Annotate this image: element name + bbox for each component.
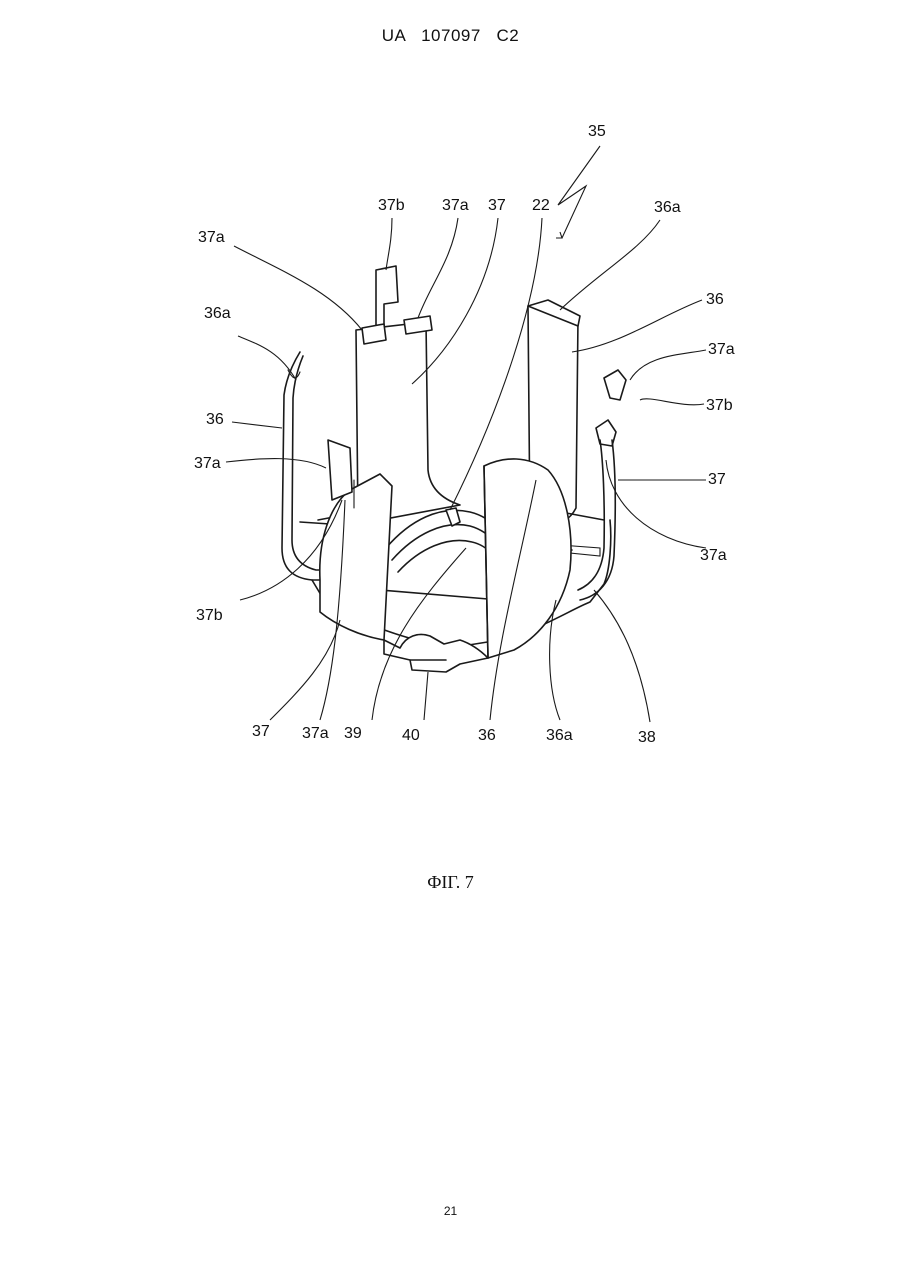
- label-36-bottom: 36: [478, 727, 496, 744]
- figure-caption: ФІГ. 7: [0, 872, 901, 893]
- patent-figure-7: 35 37b 37a 37 22 36a 37a 36a 36 37a 37b …: [0, 0, 901, 800]
- page-number: 21: [0, 1204, 901, 1218]
- label-36a-top-right: 36a: [654, 199, 681, 216]
- label-36-left: 36: [206, 411, 224, 428]
- label-37a-left: 37a: [194, 455, 221, 472]
- label-37a-top: 37a: [442, 197, 469, 214]
- label-39: 39: [344, 725, 362, 742]
- left-outer-arm: [282, 352, 322, 580]
- figure-drawing: 35 37b 37a 37 22 36a 37a 36a 36 37a 37b …: [0, 0, 901, 800]
- label-37b-top: 37b: [378, 197, 405, 214]
- right-outer-arm: [578, 370, 626, 600]
- label-36a-left: 36a: [204, 305, 231, 322]
- leader-lines: [226, 146, 706, 722]
- label-36a-bottom: 36a: [546, 727, 573, 744]
- label-37-top: 37: [488, 197, 506, 214]
- label-40: 40: [402, 727, 420, 744]
- label-38: 38: [638, 729, 656, 746]
- label-37b-left: 37b: [196, 607, 223, 624]
- label-36-right: 36: [706, 291, 724, 308]
- label-37a-top-left: 37a: [198, 229, 225, 246]
- label-37b-right: 37b: [706, 397, 733, 414]
- label-35: 35: [588, 123, 606, 140]
- label-37-bottom: 37: [252, 723, 270, 740]
- bottom-band-tab: [384, 635, 488, 673]
- label-37a-right-bottom: 37a: [700, 547, 727, 564]
- label-37a-right-top: 37a: [708, 341, 735, 358]
- label-37-right: 37: [708, 471, 726, 488]
- label-22: 22: [532, 197, 550, 214]
- label-37a-bottom: 37a: [302, 725, 329, 742]
- front-right-panel: [484, 459, 571, 658]
